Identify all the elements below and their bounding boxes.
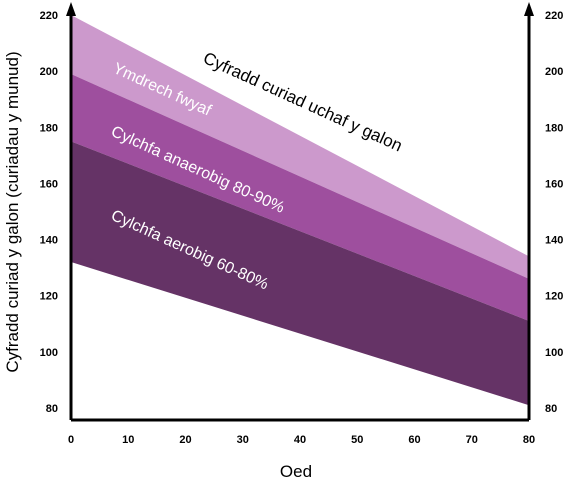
- x-tick-1: 10: [122, 434, 134, 446]
- y-tick-left-6: 100: [40, 347, 58, 359]
- y-tick-right-7: 80: [545, 403, 557, 415]
- x-axis-title: Oed: [280, 462, 312, 481]
- x-ticks: 0 10 20 30 40 50 60 70 80: [68, 434, 535, 446]
- zone-band-1: [71, 73, 529, 321]
- x-tick-7: 70: [466, 434, 478, 446]
- y-tick-right-3: 160: [545, 178, 563, 190]
- y-tick-left-2: 180: [40, 122, 58, 134]
- x-tick-8: 80: [523, 434, 535, 446]
- y-tick-left-3: 160: [40, 178, 58, 190]
- y-tick-right-0: 220: [545, 10, 563, 22]
- left-axis-arrow-icon: [66, 2, 76, 16]
- x-tick-4: 40: [294, 434, 306, 446]
- right-y-ticks: 220 200 180 160 140 120 100 80: [545, 10, 563, 415]
- y-tick-left-1: 200: [40, 66, 58, 78]
- y-tick-right-4: 140: [545, 235, 563, 247]
- y-tick-left-5: 120: [40, 291, 58, 303]
- zone-band-0: [71, 15, 529, 279]
- y-tick-left-4: 140: [40, 235, 58, 247]
- y-tick-right-2: 180: [545, 122, 563, 134]
- chart-axes: [66, 2, 534, 422]
- zone-bands: [71, 15, 529, 406]
- x-tick-5: 50: [351, 434, 363, 446]
- y-axis-title: Cyfradd curiad y galon (curiadau y munud…: [3, 51, 22, 372]
- right-axis-arrow-icon: [524, 2, 534, 16]
- y-tick-left-0: 220: [40, 10, 58, 22]
- x-tick-6: 60: [408, 434, 420, 446]
- zone-band-2: [71, 141, 529, 406]
- y-tick-left-7: 80: [46, 403, 58, 415]
- y-tick-right-5: 120: [545, 291, 563, 303]
- x-tick-3: 30: [237, 434, 249, 446]
- x-tick-0: 0: [68, 434, 74, 446]
- x-tick-2: 20: [179, 434, 191, 446]
- left-y-ticks: 220 200 180 160 140 120 100 80: [40, 10, 58, 415]
- y-tick-right-1: 200: [545, 66, 563, 78]
- y-tick-right-6: 100: [545, 347, 563, 359]
